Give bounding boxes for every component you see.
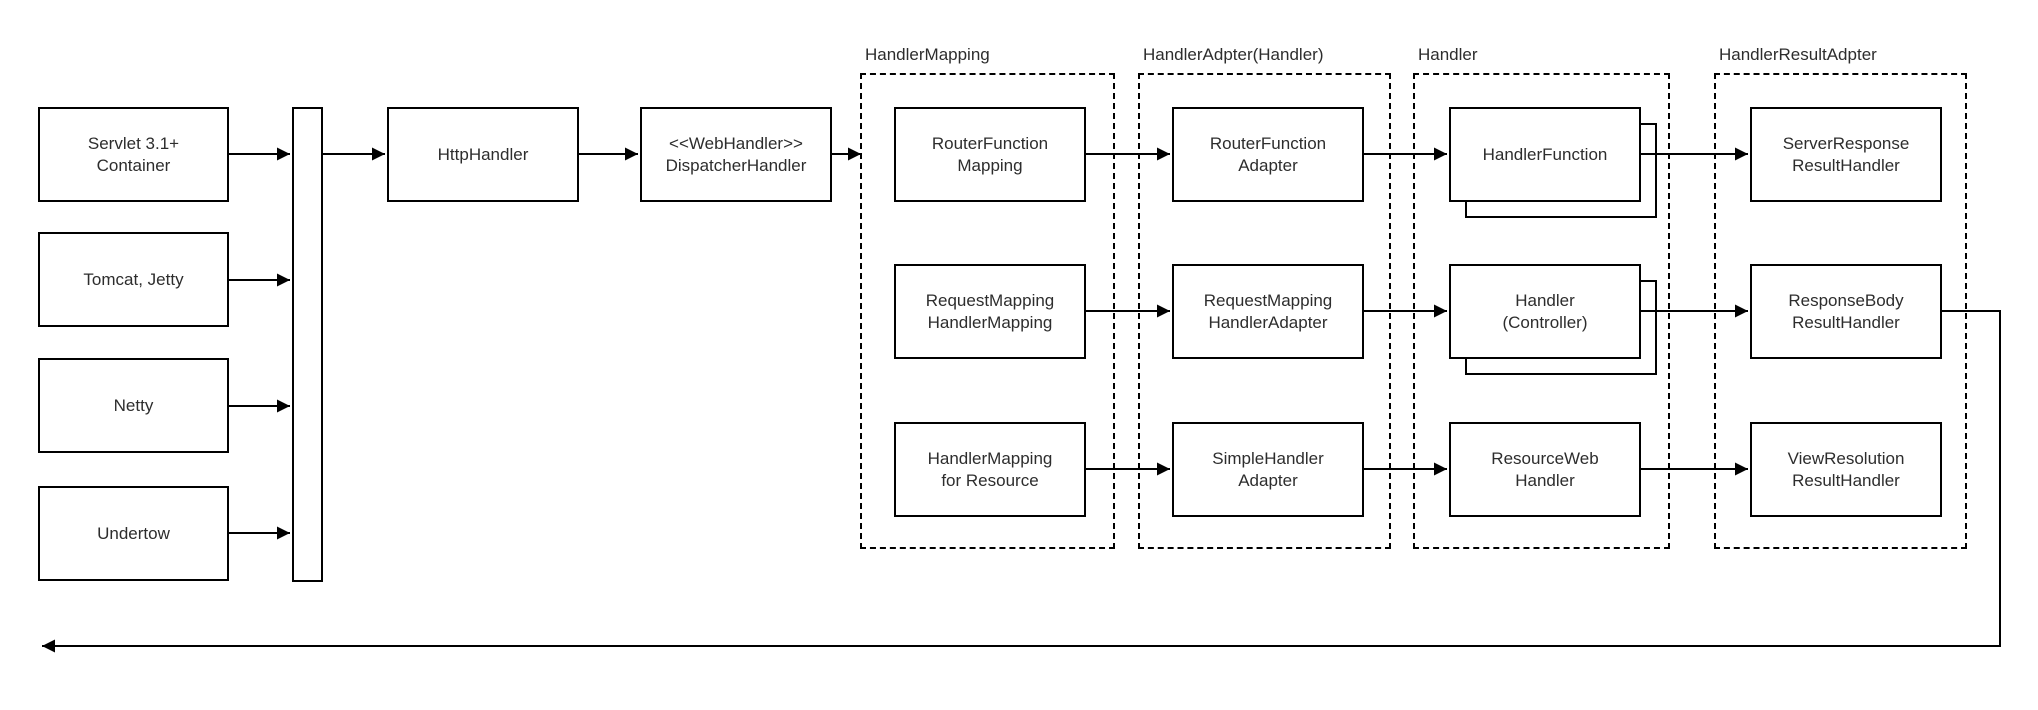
node-label: ServerResponse ResultHandler bbox=[1782, 133, 1910, 175]
node-server-response-result-handler: ServerResponse ResultHandler bbox=[1750, 107, 1942, 202]
node-request-mapping-handler-adapter: RequestMapping HandlerAdapter bbox=[1172, 264, 1364, 359]
node-servlet-container: Servlet 3.1+ Container bbox=[38, 107, 229, 202]
node-request-mapping-handler-mapping: RequestMapping HandlerMapping bbox=[894, 264, 1086, 359]
node-label: HandlerMapping for Resource bbox=[927, 448, 1053, 490]
node-simple-handler-adapter: SimpleHandler Adapter bbox=[1172, 422, 1364, 517]
node-label: HttpHandler bbox=[437, 144, 529, 164]
node-label: Netty bbox=[113, 395, 154, 415]
node-tomcat-jetty: Tomcat, Jetty bbox=[38, 232, 229, 327]
node-label: RequestMapping HandlerMapping bbox=[925, 290, 1055, 332]
node-dispatcher-handler: <<WebHandler>> DispatcherHandler bbox=[640, 107, 832, 202]
group-title: HandlerMapping bbox=[865, 45, 990, 64]
node-router-function-mapping: RouterFunction Mapping bbox=[894, 107, 1086, 202]
node-label: ResponseBody ResultHandler bbox=[1788, 290, 1904, 332]
node-label: ResourceWeb Handler bbox=[1491, 448, 1599, 490]
node-resource-web-handler: ResourceWeb Handler bbox=[1449, 422, 1641, 517]
node-undertow: Undertow bbox=[38, 486, 229, 581]
group-title: HandlerResultAdpter bbox=[1719, 45, 1877, 64]
node-label: Handler (Controller) bbox=[1502, 290, 1588, 332]
node-label: RouterFunction Adapter bbox=[1209, 133, 1327, 175]
node-label: <<WebHandler>> DispatcherHandler bbox=[665, 133, 807, 175]
node-label: HandlerFunction bbox=[1482, 144, 1608, 164]
node-response-body-result-handler: ResponseBody ResultHandler bbox=[1750, 264, 1942, 359]
node-netty: Netty bbox=[38, 358, 229, 453]
node-router-function-adapter: RouterFunction Adapter bbox=[1172, 107, 1364, 202]
node-label: RequestMapping HandlerAdapter bbox=[1203, 290, 1333, 332]
node-handler-controller: Handler (Controller) bbox=[1449, 264, 1641, 359]
node-view-resolution-result-handler: ViewResolution ResultHandler bbox=[1750, 422, 1942, 517]
node-handler-function: HandlerFunction bbox=[1449, 107, 1641, 202]
merge-bar bbox=[292, 107, 323, 582]
node-http-handler: HttpHandler bbox=[387, 107, 579, 202]
group-title: Handler bbox=[1418, 45, 1478, 64]
node-label: SimpleHandler Adapter bbox=[1212, 448, 1324, 490]
group-title: HandlerAdpter(Handler) bbox=[1143, 45, 1324, 64]
node-label: ViewResolution ResultHandler bbox=[1787, 448, 1905, 490]
node-label: RouterFunction Mapping bbox=[931, 133, 1049, 175]
node-label: Servlet 3.1+ Container bbox=[87, 133, 180, 175]
node-label: Undertow bbox=[97, 523, 170, 543]
node-handler-mapping-for-resource: HandlerMapping for Resource bbox=[894, 422, 1086, 517]
node-label: Tomcat, Jetty bbox=[83, 269, 184, 289]
